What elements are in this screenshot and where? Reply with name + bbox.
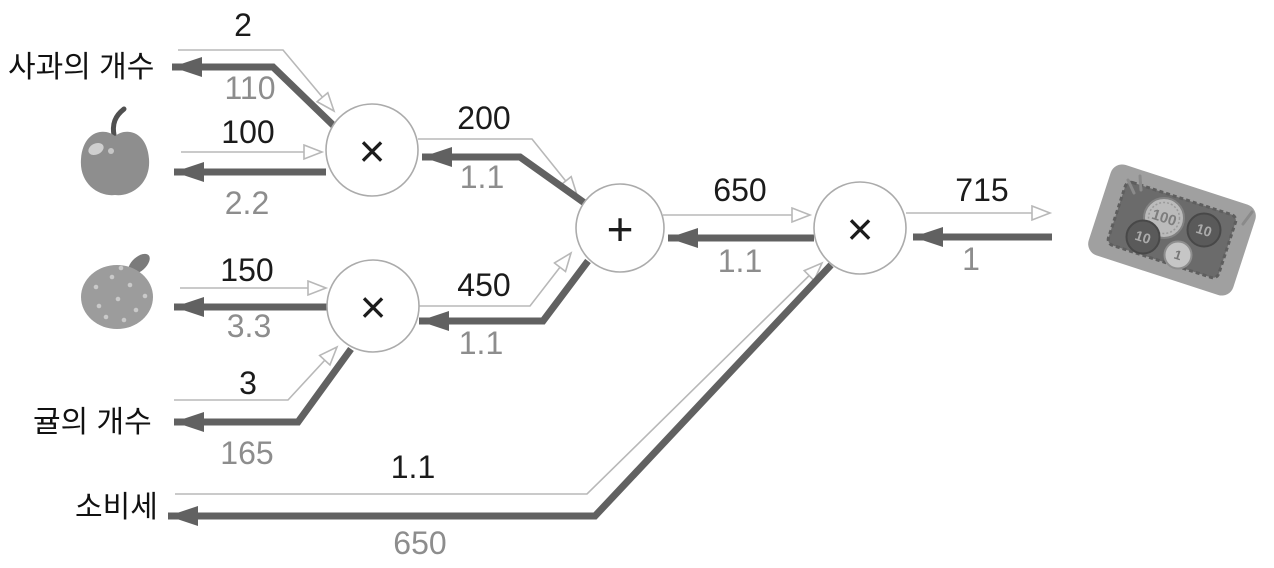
orange-count-label: 귤의 개수 <box>33 406 152 439</box>
tax-backward-value: 650 <box>393 525 446 561</box>
coin-10-left <box>1125 219 1161 255</box>
orange-multiply-node <box>326 259 420 353</box>
total-backward-value: 1 <box>962 241 980 277</box>
orange-price-backward-value: 3.3 <box>227 308 271 344</box>
orange-count-forward-value: 3 <box>239 365 257 401</box>
orange-multiply-symbol: × <box>360 281 387 333</box>
add-node <box>575 183 665 273</box>
total-forward-value: 715 <box>955 172 1008 208</box>
apple-stem <box>110 106 127 138</box>
coin-1 <box>1163 240 1193 270</box>
backward-edge-apple-subtotal <box>422 147 589 207</box>
coin-10-left-value: 10 <box>1133 227 1153 247</box>
tax-multiply-node <box>813 181 907 275</box>
apple-highlight-dot <box>108 148 114 154</box>
forward-edge-orange-count <box>174 347 337 401</box>
pre-tax-total-backward-value: 1.1 <box>718 243 762 279</box>
apple-highlight <box>88 142 104 156</box>
apple-multiply-node <box>325 103 419 197</box>
orange-subtotal-forward-value: 450 <box>457 267 510 303</box>
backward-edge-tax <box>168 262 834 526</box>
forward-edge-tax <box>175 263 822 495</box>
backward-edge-orange-subtotal <box>419 258 591 331</box>
coin-10-right-value: 10 <box>1194 220 1214 240</box>
tax-multiply-symbol: × <box>847 203 874 255</box>
forward-edge-apple-count <box>178 49 334 111</box>
apple-icon <box>80 106 150 196</box>
apple-count-label: 사과의 개수 <box>8 51 154 84</box>
backward-edge-orange-count <box>174 346 354 432</box>
tangerine-dots <box>93 265 148 323</box>
coin-10-right <box>1186 212 1222 248</box>
apple-subtotal-backward-value: 1.1 <box>460 159 504 195</box>
forward-edge-orange-subtotal <box>419 253 571 307</box>
add-symbol: + <box>607 203 634 255</box>
coin-100-rim <box>1147 201 1181 235</box>
pre-tax-total-forward-value: 650 <box>713 172 766 208</box>
apple-count-forward-value: 2 <box>234 7 252 43</box>
apple-body <box>80 131 150 196</box>
apple-subtotal-forward-value: 200 <box>457 100 510 136</box>
coin-100-value: 100 <box>1149 206 1178 230</box>
apple-multiply-symbol: × <box>359 125 386 177</box>
orange-subtotal-backward-value: 1.1 <box>459 325 503 361</box>
apple-price-forward-value: 100 <box>221 114 274 150</box>
money-tray-icon: 100 10 10 1 <box>1088 164 1256 296</box>
apple-count-backward-value: 110 <box>224 70 275 106</box>
apple-price-backward-value: 2.2 <box>225 185 269 221</box>
backward-edge-apple-count <box>172 57 337 129</box>
tax-forward-value: 1.1 <box>391 449 435 485</box>
forward-edge-apple-subtotal <box>418 138 577 195</box>
coin-1-value: 1 <box>1172 247 1184 264</box>
orange-price-forward-value: 150 <box>220 252 273 288</box>
orange-count-backward-value: 165 <box>220 435 273 471</box>
tax-label: 소비세 <box>75 491 158 524</box>
tangerine-icon <box>81 253 153 329</box>
tray-shine-marks <box>1126 174 1254 226</box>
